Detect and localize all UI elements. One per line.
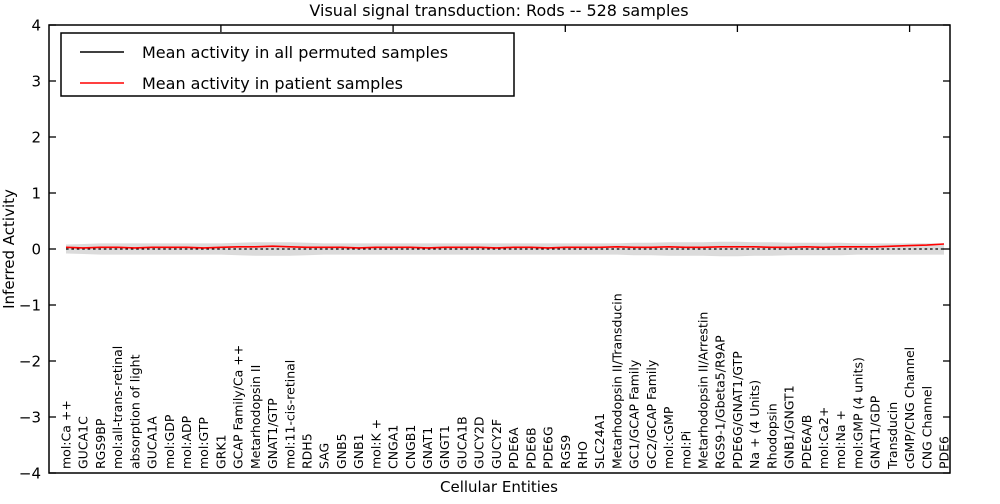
- x-tick-label: GUCA1A: [145, 416, 160, 469]
- x-tick-label: GC2/GCAP Family: [644, 359, 659, 469]
- x-tick-label: mol:all-trans-retinal: [110, 346, 125, 469]
- patient-mean-line: [65, 243, 945, 249]
- y-tick-label: 1: [31, 185, 41, 203]
- y-tick-label: 2: [31, 129, 41, 147]
- x-tick-label: GUCA1C: [76, 416, 91, 469]
- y-tick-label: −2: [19, 353, 41, 371]
- x-tick-label: mol:ADP: [179, 415, 194, 469]
- x-tick-label: GUCY2D: [472, 416, 487, 469]
- legend-label-patient: Mean activity in patient samples: [142, 74, 403, 93]
- legend-box: [60, 32, 515, 97]
- x-tick-label: mol:Pi: [678, 431, 693, 469]
- x-tick-label: CNGA1: [386, 425, 401, 469]
- x-tick-label: Rhodopsin: [764, 403, 779, 469]
- x-tick-label: mol:GDP: [162, 414, 177, 469]
- y-tick-label: −1: [19, 297, 41, 315]
- x-tick-label: GUCA1B: [455, 416, 470, 469]
- x-tick-label: PDE6G: [541, 426, 556, 469]
- x-tick-label: RGS9BP: [93, 418, 108, 469]
- x-tick-label: mol:cGMP: [661, 406, 676, 469]
- x-tick-label: GUCY2F: [489, 419, 504, 469]
- x-tick-label: GNAT1/GDP: [868, 395, 883, 469]
- y-tick-label: −4: [19, 465, 41, 483]
- x-tick-label: GNB1/GNGT1: [782, 385, 797, 469]
- y-tick-label: −3: [19, 409, 41, 427]
- x-tick-label: GCAP Family/Ca ++: [231, 345, 246, 469]
- x-tick-label: RHO: [575, 441, 590, 469]
- x-tick-label: GNB1: [351, 433, 366, 469]
- x-tick-label: RGS9-1/Gbeta5/R9AP: [713, 335, 728, 469]
- y-axis-label: Inferred Activity: [0, 189, 18, 309]
- line-layer: [65, 243, 945, 250]
- x-tick-label: CNG Channel: [919, 386, 934, 469]
- x-tick-label: GNAT1/GTP: [265, 398, 280, 469]
- x-tick-label: GNAT1: [420, 427, 435, 469]
- x-tick-label: GRK1: [213, 434, 228, 469]
- x-tick-label: GC1/GCAP Family: [627, 359, 642, 469]
- x-tick-label: mol:Na +: [833, 410, 848, 469]
- x-tick-label: mol:GTP: [196, 417, 211, 469]
- x-tick-label: Metarhodopsin II/Transducin: [609, 293, 624, 469]
- x-tick-label: mol:Ca ++: [59, 400, 74, 469]
- x-tick-label: Metarhodopsin II: [248, 365, 263, 469]
- y-tick-labels: 4 3 2 1 0 −1 −2 −3 −4: [19, 17, 41, 483]
- x-tick-label: absorption of light: [127, 354, 142, 469]
- y-tick-label: 0: [31, 241, 41, 259]
- x-tick-label: PDE6A: [506, 427, 521, 469]
- y-tick-label: 4: [31, 17, 41, 35]
- x-tick-label: Na + (4 Units): [747, 380, 762, 469]
- legend-label-permuted: Mean activity in all permuted samples: [142, 43, 448, 62]
- x-tick-label: Transducin: [885, 402, 900, 470]
- x-tick-label: PDE6: [937, 436, 952, 469]
- x-tick-label: cGMP/CNG Channel: [902, 347, 917, 469]
- chart-title: Visual signal transduction: Rods -- 528 …: [309, 1, 688, 20]
- x-tick-label: GNGT1: [437, 425, 452, 469]
- legend: Mean activity in all permuted samples Me…: [60, 32, 515, 97]
- x-tick-label: SLC24A1: [592, 413, 607, 469]
- x-tick-label: PDE6A/B: [799, 415, 814, 469]
- x-tick-label: mol:K +: [368, 419, 383, 469]
- x-tick-label: mol:Ca2+: [816, 407, 831, 469]
- x-tick-label: RDH5: [300, 433, 315, 469]
- x-tick-label: PDE6B: [523, 427, 538, 469]
- x-tick-label: mol:11-cis-retinal: [282, 360, 297, 469]
- x-tick-label: GNB5: [334, 433, 349, 469]
- axes-layer: [48, 24, 951, 474]
- x-tick-label: SAG: [317, 443, 332, 469]
- x-tick-label: PDE6G/GNAT1/GTP: [730, 351, 745, 469]
- y-tick-label: 3: [31, 73, 41, 91]
- x-tick-label: Metarhodopsin II/Arrestin: [696, 312, 711, 469]
- x-tick-label: RGS9: [558, 435, 573, 469]
- x-axis-label: Cellular Entities: [440, 478, 558, 496]
- x-tick-label: mol:GMP (4 units): [850, 357, 865, 469]
- x-tick-label: CNGB1: [403, 425, 418, 469]
